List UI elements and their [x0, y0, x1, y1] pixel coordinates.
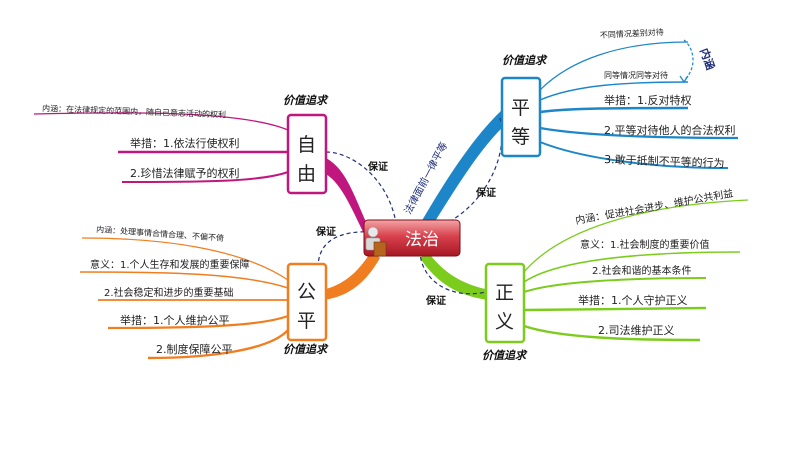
equality-line-5: [539, 141, 729, 169]
justice-value-pursuit: 价值追求: [482, 349, 528, 362]
svg-text:义: 义: [495, 311, 514, 333]
freedom-item-1: 内涵：在法律规定的范围内，随自己意志活动的权利: [42, 103, 226, 119]
svg-text:平: 平: [511, 97, 530, 119]
branch-equality: [420, 110, 506, 226]
svg-text:等: 等: [511, 126, 530, 148]
freedom-item-3: 2.珍惜法律赋予的权利: [130, 166, 240, 180]
justice-item-1: 内涵：促进社会进步、维护公共利益: [574, 186, 734, 227]
svg-text:公: 公: [297, 281, 316, 303]
svg-text:正: 正: [495, 282, 514, 304]
center-label: 法治: [405, 230, 439, 250]
guarantee-label-fairness: 保证: [315, 225, 336, 238]
branch-fairness: [322, 250, 380, 300]
branch-justice: [420, 252, 490, 300]
meaning-bracket-arrow: [683, 39, 694, 81]
svg-text:自: 自: [297, 134, 316, 156]
fairness-item-5: 2.制度保障公平: [156, 342, 233, 356]
fairness-line-1: [81, 237, 289, 281]
equality-item-1: 举措：1.反对特权: [604, 93, 692, 107]
justice-item-4: 举措：1.个人守护正义: [578, 293, 688, 307]
equality-line-4: [539, 126, 739, 140]
guarantee-label-justice: 保证: [425, 294, 446, 307]
node-fairness[interactable]: 公 平: [286, 262, 328, 342]
branch-freedom: [322, 158, 372, 238]
justice-line-5: [523, 324, 701, 342]
justice-item-2: 意义：1.社会制度的重要价值: [580, 238, 710, 251]
justice-line-3: [523, 277, 707, 293]
dash-justice: [419, 249, 487, 295]
freedom-line-1: [33, 112, 289, 131]
lecturer-icon: [365, 226, 387, 257]
fairness-line-4: [107, 314, 289, 330]
node-freedom[interactable]: 自 由: [286, 113, 328, 195]
justice-item-5: 2.司法维护正义: [598, 323, 675, 337]
justice-line-1: [523, 199, 749, 273]
svg-text:由: 由: [297, 163, 316, 185]
dash-freedom: [325, 151, 396, 219]
equality-meaning-label: 内涵: [697, 46, 718, 71]
equality-line-1: [539, 41, 689, 91]
node-equality[interactable]: 平 等: [500, 76, 542, 158]
svg-text:平: 平: [297, 310, 316, 332]
fairness-item-4: 举措：1.个人维护公平: [120, 313, 230, 327]
justice-item-3: 2.社会和谐的基本条件: [592, 264, 692, 277]
fairness-value-pursuit: 价值追求: [283, 343, 329, 356]
equality-line-3: [539, 106, 689, 114]
fairness-item-1: 内涵：处理事情合情合理、不偏不倚: [96, 224, 224, 243]
justice-line-4: [523, 306, 707, 312]
fairness-line-2: [79, 271, 289, 289]
equality-value-pursuit: 价值追求: [502, 54, 548, 67]
freedom-value-pursuit: 价值追求: [283, 94, 329, 107]
freedom-line-3: [121, 171, 289, 183]
equality-item-2: 2.平等对待他人的合法权利: [604, 123, 736, 137]
fairness-item-3: 2.社会稳定和进步的重要基础: [104, 286, 234, 299]
equality-line-2: [539, 81, 689, 101]
node-justice[interactable]: 正 义: [484, 262, 526, 344]
fairness-line-5: [147, 329, 289, 360]
center-node[interactable]: 法治: [363, 219, 461, 257]
equality-sub-item-1: 不同情况差别对待: [600, 27, 664, 40]
equality-sub-item-2: 同等情况同等对待: [604, 70, 668, 80]
justice-line-2: [523, 251, 741, 283]
guarantee-label-freedom: 保证: [367, 160, 388, 173]
fairness-item-2: 意义：1.个人生存和发展的重要保障: [90, 258, 250, 271]
equality-item-3: 3.敢于抵制不平等的行为: [604, 152, 725, 170]
guarantee-label-equality: 保证: [475, 186, 496, 199]
freedom-item-2: 举措：1.依法行使权利: [130, 136, 240, 150]
dash-fairness: [317, 231, 376, 269]
